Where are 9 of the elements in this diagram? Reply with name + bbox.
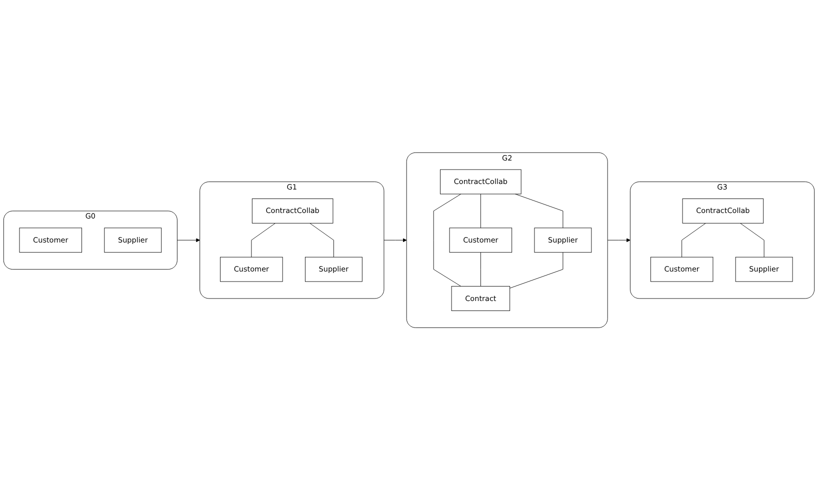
connector — [514, 194, 564, 228]
connector — [251, 223, 276, 258]
connector — [480, 252, 481, 287]
connector — [480, 194, 481, 228]
connector — [682, 223, 706, 258]
connector — [510, 252, 564, 289]
connector — [310, 223, 334, 258]
connector — [433, 194, 462, 287]
connector — [740, 223, 764, 258]
